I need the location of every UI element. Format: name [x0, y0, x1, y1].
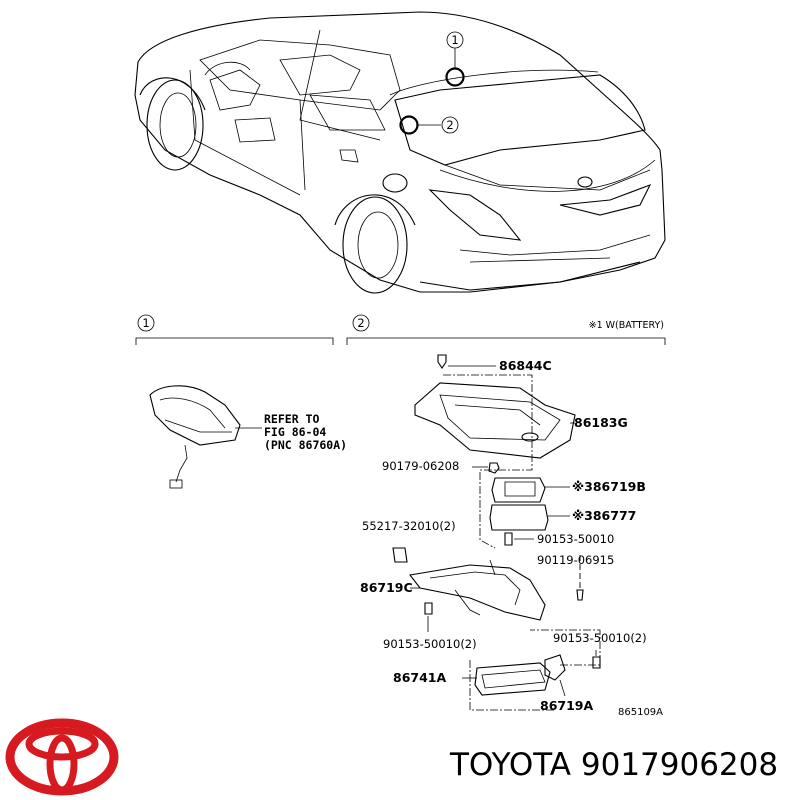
part-label-90179-06208[interactable]: 90179-06208 — [382, 459, 459, 473]
assembly-drawing — [392, 354, 601, 711]
part-label-86777[interactable]: ※386777 — [572, 508, 636, 523]
brand-caption: TOYOTA 9017906208 — [449, 747, 778, 783]
section-number: 2 — [357, 316, 364, 330]
battery-note: ※1 W(BATTERY) — [589, 320, 664, 331]
refer-line-2: FIG 86-04 — [264, 425, 326, 439]
section-number: 1 — [142, 316, 149, 330]
car-illustration — [134, 11, 666, 294]
refer-note: REFER TO FIG 86-04 (PNC 86760A) — [264, 412, 347, 452]
part-label-86741A[interactable]: 86741A — [393, 670, 446, 685]
locator-circle-1 — [445, 67, 465, 87]
part-label-90153-50010-2-right[interactable]: 90153-50010(2) — [553, 631, 647, 645]
figure-code: 865109A — [618, 707, 663, 718]
part-label-86719C[interactable]: 86719C — [360, 580, 413, 595]
part-label-86719B[interactable]: ※386719B — [572, 479, 646, 494]
callout-number: 2 — [446, 118, 453, 132]
part-label-86183G[interactable]: 86183G — [574, 415, 628, 430]
part-label-86844C[interactable]: 86844C — [499, 358, 552, 373]
section-header-2: 2 ※1 W(BATTERY) — [346, 314, 666, 345]
refer-line-3: (PNC 86760A) — [264, 438, 347, 452]
part-label-55217-32010[interactable]: 55217-32010(2) — [362, 519, 456, 533]
part-label-90153-50010[interactable]: 90153-50010 — [537, 532, 614, 546]
callout-number: 1 — [451, 33, 458, 47]
locator-circle-2 — [399, 115, 419, 135]
part-label-86719A[interactable]: 86719A — [540, 698, 593, 713]
section-header-1: 1 — [135, 314, 334, 345]
part-label-90153-50010-2-left[interactable]: 90153-50010(2) — [383, 637, 477, 651]
toyota-logo — [5, 718, 119, 796]
top-callout-2: 2 — [399, 115, 459, 135]
part-label-90119-06915[interactable]: 90119-06915 — [537, 553, 614, 567]
top-callout-1: 1 — [445, 31, 465, 87]
shark-fin-antenna — [149, 385, 262, 489]
part-labels: 86844C 86183G 90179-06208 ※386719B ※3867… — [360, 358, 663, 718]
refer-line-1: REFER TO — [264, 412, 319, 426]
